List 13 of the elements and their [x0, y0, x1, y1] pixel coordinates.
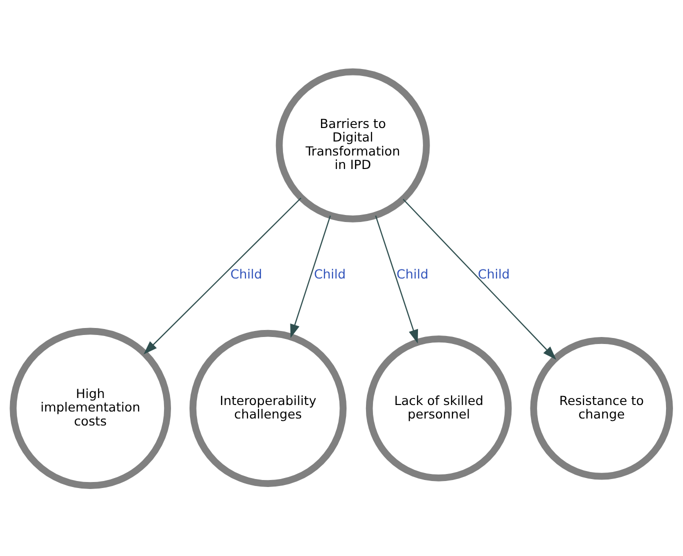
node-circle: Barriers to Digital Transformation in IPD [276, 68, 430, 222]
edge-label: Child [314, 266, 346, 281]
edge-label: Child [396, 266, 428, 281]
arrow [144, 197, 302, 354]
edge-label: Child [230, 266, 262, 281]
node-circle: Resistance to change [530, 336, 673, 480]
node-circle: High implementation costs [10, 327, 171, 489]
arrow [375, 215, 418, 343]
arrow [290, 215, 331, 338]
arrow [402, 198, 556, 360]
edge-label: Child [478, 266, 510, 281]
node-circle: Lack of skilled personnel [366, 335, 512, 481]
node-circle: Interoperability challenges [189, 329, 347, 486]
